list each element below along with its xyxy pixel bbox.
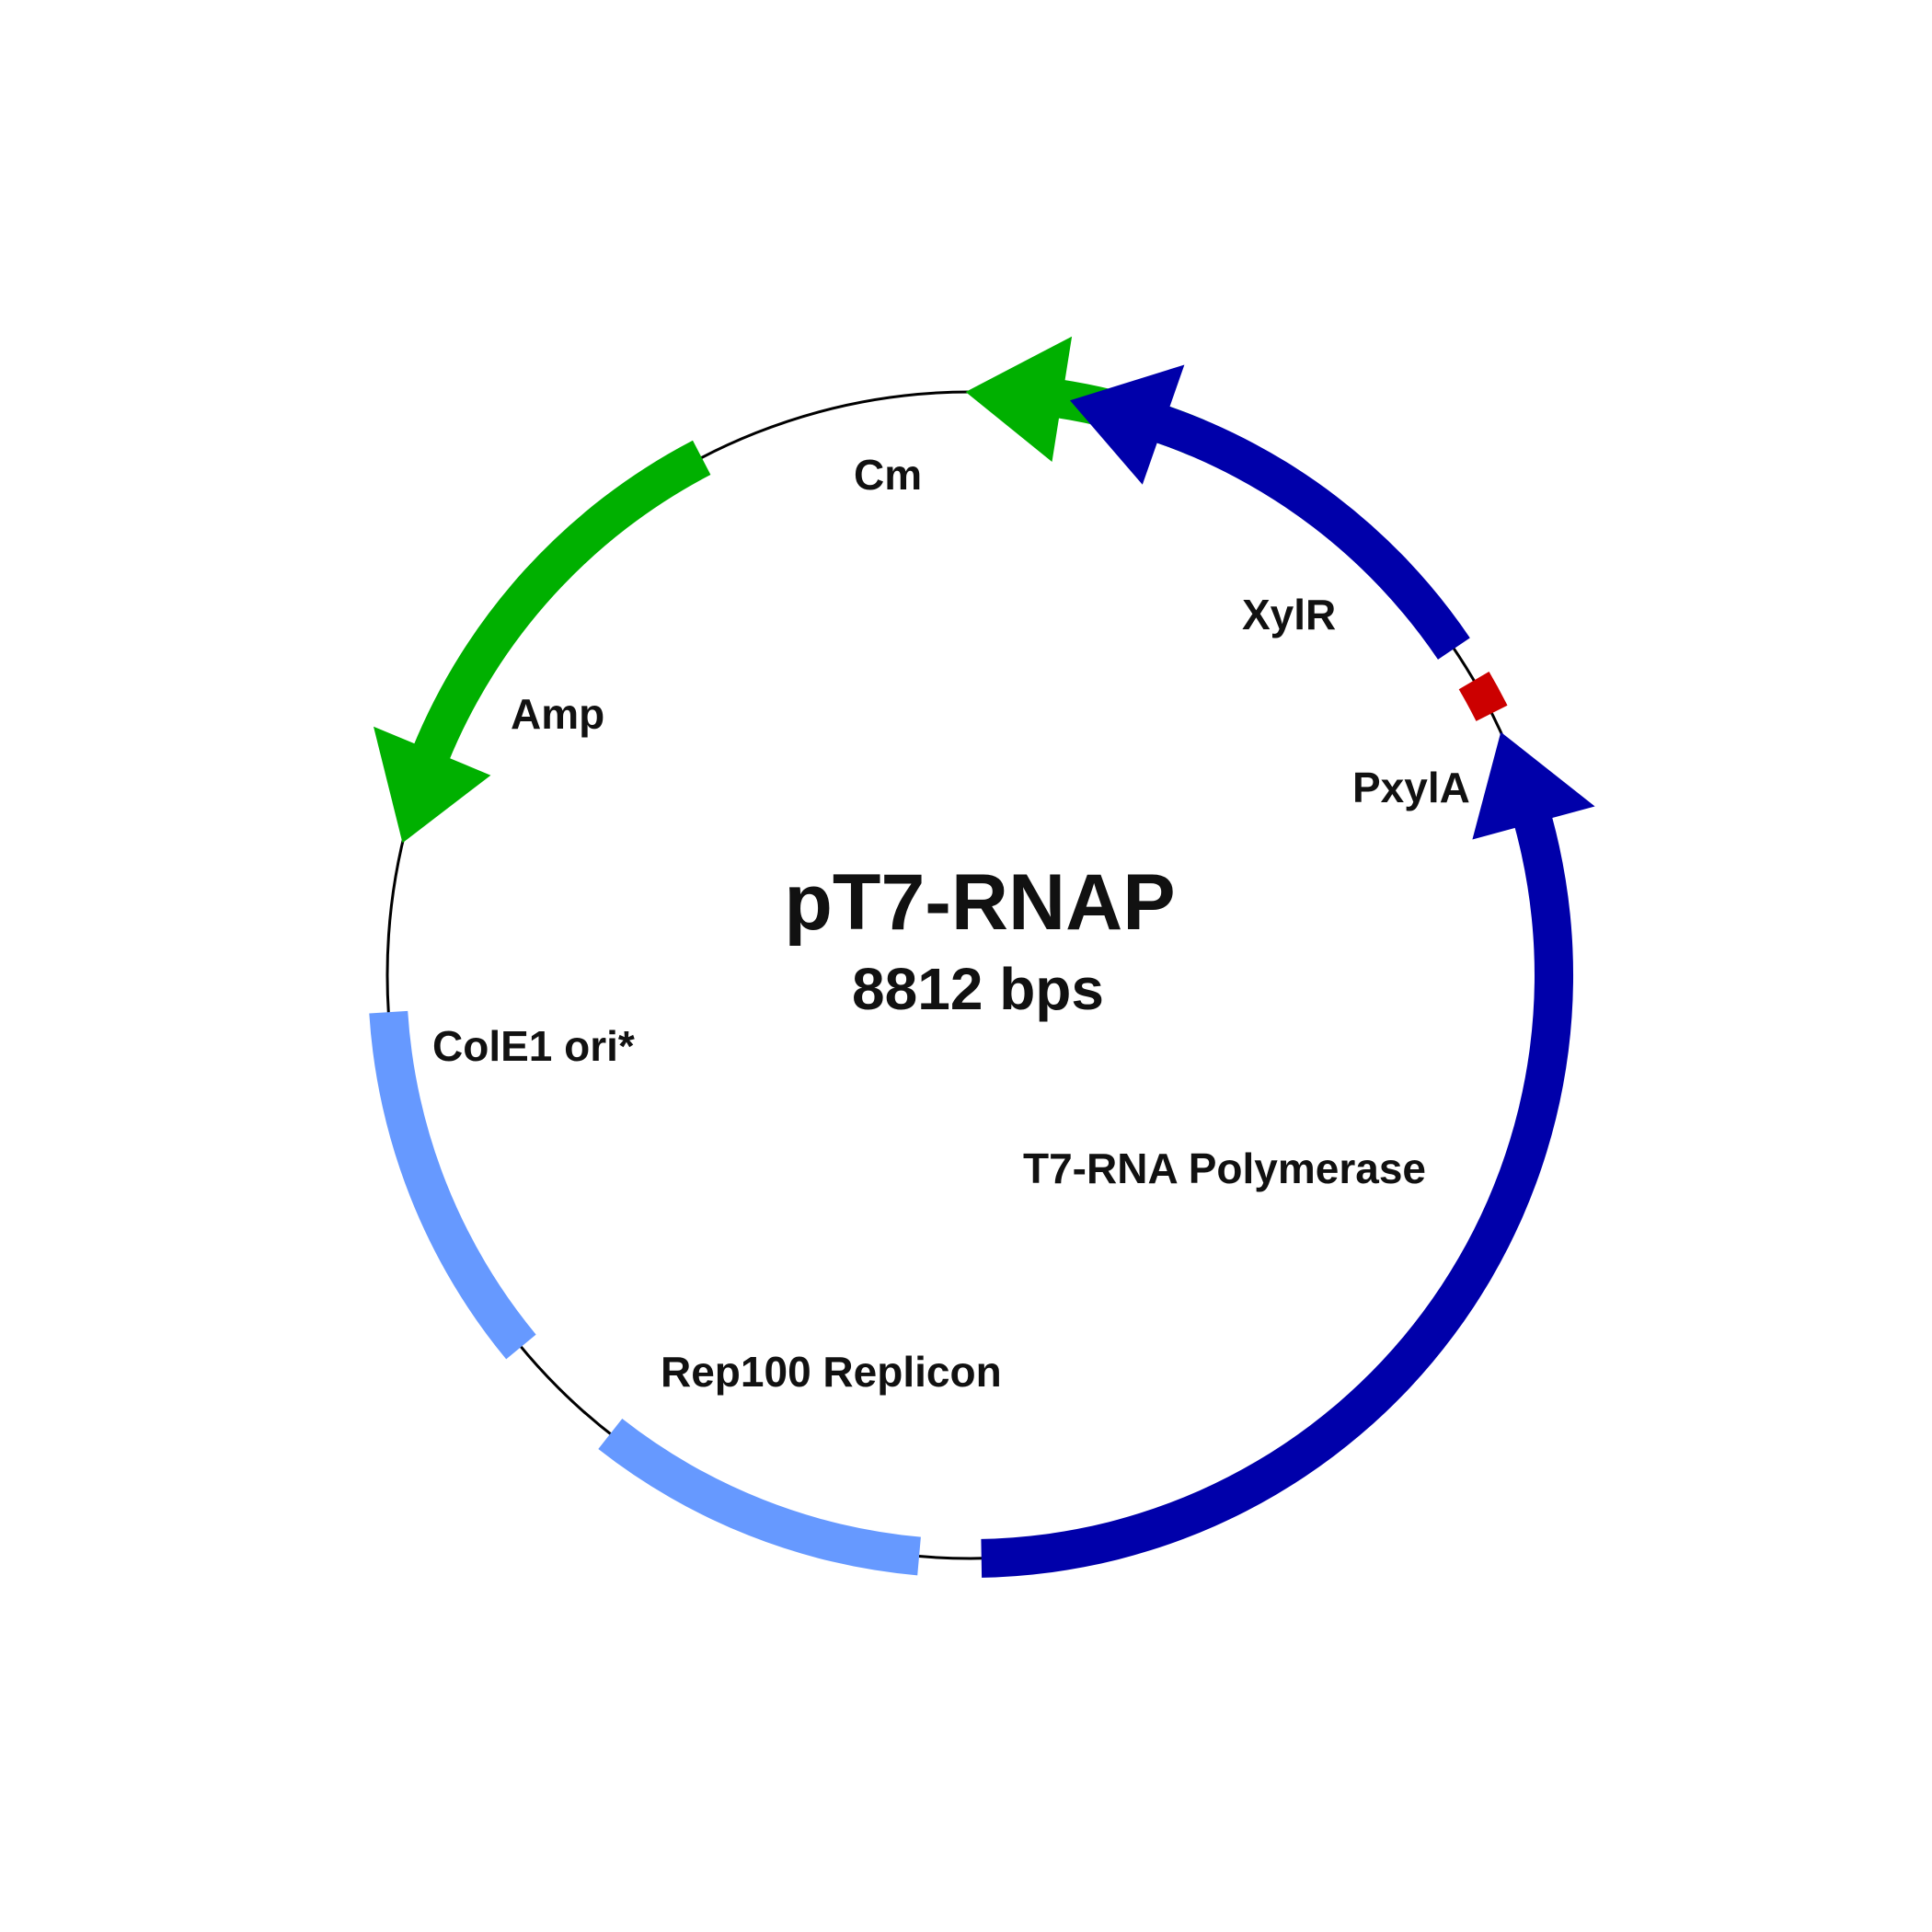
feature-label-cole1: ColE1 ori* [432, 1022, 635, 1070]
feature-t7rnap [981, 731, 1595, 1578]
feature-xylr-arrowhead [1070, 364, 1185, 485]
feature-layer [369, 336, 1595, 1578]
feature-rep100 [598, 1419, 921, 1576]
feature-pxyla-mark [1458, 672, 1508, 721]
plasmid-title: pT7-RNAP [784, 858, 1175, 947]
feature-label-rep100: Rep100 Replicon [661, 1348, 1002, 1396]
feature-rep100-body [598, 1419, 921, 1576]
feature-cm-arrowhead [965, 336, 1073, 462]
feature-xylr-body [1152, 405, 1470, 660]
feature-cole1 [369, 1010, 536, 1360]
feature-label-cm: Cm [854, 451, 922, 499]
feature-cole1-body [369, 1010, 536, 1360]
plasmid-size: 8812 bps [852, 956, 1104, 1022]
feature-xylr [1070, 364, 1470, 660]
feature-label-amp: Amp [511, 690, 604, 738]
feature-label-xylr: XylR [1242, 591, 1336, 638]
feature-t7rnap-arrowhead [1472, 731, 1595, 840]
feature-label-pxyla: PxylA [1352, 764, 1470, 811]
feature-amp [374, 440, 711, 844]
feature-label-t7rnap: T7-RNA Polymerase [1023, 1144, 1426, 1192]
feature-amp-arrowhead [374, 726, 491, 844]
feature-amp-body [412, 440, 711, 764]
feature-pxyla [1458, 672, 1508, 721]
